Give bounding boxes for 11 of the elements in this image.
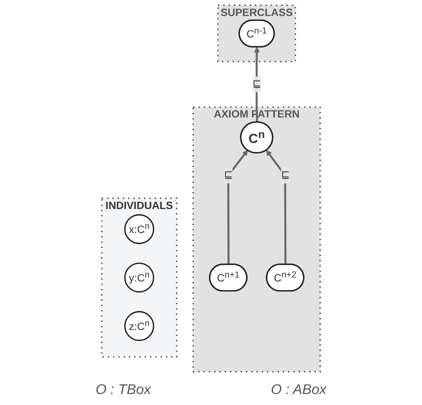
arrow xyxy=(266,150,286,265)
edge-label: ⊑ xyxy=(280,170,290,181)
section-caption: O : TBox xyxy=(96,381,151,397)
node-circle: y:C$^{n}$ xyxy=(124,262,154,293)
edge-label: ⊑ xyxy=(252,78,261,90)
arrow xyxy=(227,150,248,265)
node-circle: z:C$^{n}$ xyxy=(124,311,154,342)
section-caption: O : ABox xyxy=(270,381,326,397)
edge-label: ⊑ xyxy=(224,170,233,181)
node-circle: x:C$^{n}$ xyxy=(124,214,154,244)
arrow xyxy=(254,46,260,122)
